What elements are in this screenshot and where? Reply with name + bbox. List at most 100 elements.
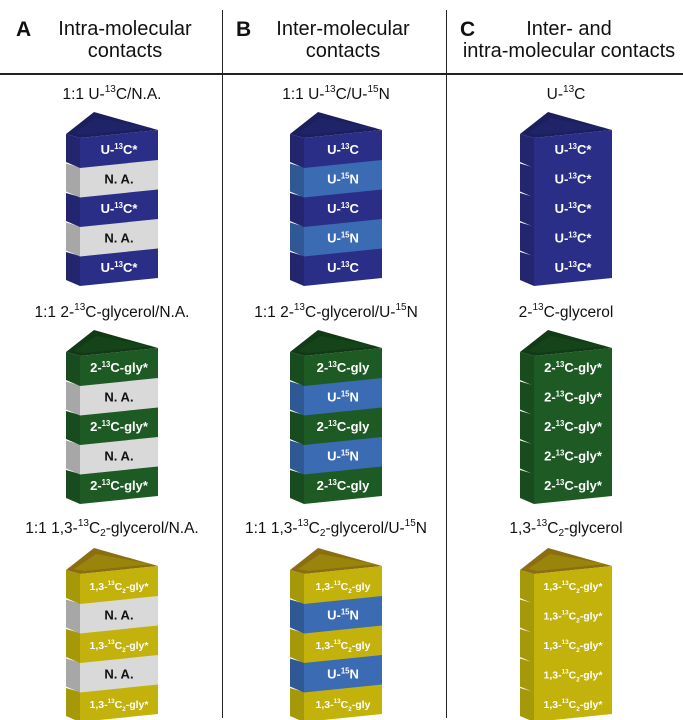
layer-front-face xyxy=(304,218,382,257)
layer-label: N. A. xyxy=(104,172,133,187)
layer-label: U-15N xyxy=(327,449,359,464)
layer-front-face xyxy=(534,566,612,604)
column-a-title-line2: contacts xyxy=(87,40,163,62)
layer-label: 2-13C-gly* xyxy=(90,478,149,493)
layer-label: U-15N xyxy=(327,390,359,405)
layer-front-face xyxy=(80,407,158,445)
layer-side-face xyxy=(66,252,80,286)
layer-side-face xyxy=(66,134,80,168)
layer-front-face xyxy=(80,348,158,386)
layer-front-face xyxy=(534,218,612,257)
layer-label: 1,3-13C2-gly* xyxy=(544,698,604,713)
layer-side-face xyxy=(290,352,304,386)
layer-side-face xyxy=(290,163,304,198)
layer-side-face xyxy=(66,599,80,634)
layer-front-face xyxy=(304,159,382,198)
layer-front-face xyxy=(534,436,612,475)
layer-label: 2-13C-gly* xyxy=(544,360,603,375)
layer-side-face xyxy=(290,193,304,227)
layer-side-face xyxy=(66,470,80,504)
layer-stack: 1,3-13C2-glyU-15N1,3-13C2-glyU-15N1,3-13… xyxy=(290,548,382,720)
layer-front-face xyxy=(304,189,382,227)
layer-label: U-13C* xyxy=(101,142,139,157)
layer-side-face xyxy=(520,381,534,416)
layer-label: N. A. xyxy=(104,608,133,623)
layer-side-face xyxy=(290,252,304,286)
layer-front-face xyxy=(304,654,382,693)
layer-front-face xyxy=(80,130,158,168)
layer-front-face xyxy=(80,377,158,416)
layer-label: N. A. xyxy=(104,449,133,464)
column-c-letter: C xyxy=(460,18,476,41)
layer-front-face xyxy=(304,377,382,416)
layer-side-face xyxy=(520,193,534,227)
layer-label: 1,3-13C2-gly* xyxy=(544,610,604,625)
layer-label: U-13C* xyxy=(555,260,593,275)
layer-label: N. A. xyxy=(104,390,133,405)
layer-front-face xyxy=(534,684,612,720)
stack-label: 1:1 1,3-13C2-glycerol/N.A. xyxy=(25,518,199,539)
layer-front-face xyxy=(534,189,612,227)
layer-front-face xyxy=(304,625,382,663)
column-b-letter: B xyxy=(236,18,252,41)
column-divider-2 xyxy=(446,10,447,718)
layer-side-face xyxy=(290,134,304,168)
layer-front-face xyxy=(534,248,612,286)
stack-label: 1:1 2-13C-glycerol/U-15N xyxy=(254,302,418,322)
layer-side-face xyxy=(66,688,80,720)
stack-top-inner xyxy=(74,554,152,571)
layer-label: 2-13C-gly* xyxy=(544,419,603,434)
layer-stack: U-13C*U-13C*U-13C*U-13C*U-13C* xyxy=(520,112,612,286)
stack-top-inner xyxy=(298,336,376,353)
layer-front-face xyxy=(80,684,158,720)
layer-stack: 2-13C-gly*2-13C-gly*2-13C-gly*2-13C-gly*… xyxy=(520,330,612,504)
layer-side-face xyxy=(66,440,80,475)
layer-front-face xyxy=(80,248,158,286)
stack-label: 1:1 2-13C-glycerol/N.A. xyxy=(34,302,190,322)
layer-front-face xyxy=(304,684,382,720)
stack-top-inner xyxy=(298,554,376,571)
layer-label: U-15N xyxy=(327,172,359,187)
layer-side-face xyxy=(290,599,304,634)
layer-label: 1,3-13C2-gly xyxy=(316,580,371,595)
layer-label: N. A. xyxy=(104,667,133,682)
layer-side-face xyxy=(520,411,534,445)
stack-label: 2-13C-glycerol xyxy=(518,302,614,322)
layer-label: U-13C* xyxy=(555,201,593,216)
layer-side-face xyxy=(290,688,304,720)
layer-side-face xyxy=(66,658,80,693)
layer-side-face xyxy=(290,658,304,693)
column-c-title: Inter- and intra-molecular contacts xyxy=(456,18,682,62)
column-b-title-line1: Inter-molecular xyxy=(276,18,410,40)
layer-label: 2-13C-gly* xyxy=(544,478,603,493)
layer-side-face xyxy=(290,440,304,475)
layer-side-face xyxy=(290,629,304,663)
stack-top-inner xyxy=(528,336,606,353)
layer-front-face xyxy=(304,595,382,634)
layer-label: 1,3-13C2-gly xyxy=(316,698,371,713)
layer-side-face xyxy=(520,688,534,720)
layer-side-face xyxy=(520,599,534,634)
layer-side-face xyxy=(66,411,80,445)
layer-front-face xyxy=(534,130,612,168)
layer-side-face xyxy=(520,352,534,386)
layer-label: 2-13C-gly xyxy=(317,478,371,493)
column-c-title-line2: intra-molecular contacts xyxy=(462,40,676,62)
layer-side-face xyxy=(66,193,80,227)
layer-label: 2-13C-gly* xyxy=(90,419,149,434)
layer-side-face xyxy=(520,658,534,693)
layer-front-face xyxy=(534,407,612,445)
layer-side-face xyxy=(66,352,80,386)
layer-front-face xyxy=(534,595,612,634)
column-b-title-line2: contacts xyxy=(305,40,381,62)
layer-side-face xyxy=(290,381,304,416)
column-c-title-line1: Inter- and xyxy=(526,18,612,40)
layer-front-face xyxy=(304,130,382,168)
layer-front-face xyxy=(80,159,158,198)
layer-front-face xyxy=(80,218,158,257)
layer-front-face xyxy=(534,654,612,693)
layer-label: 1,3-13C2-gly* xyxy=(544,580,604,595)
